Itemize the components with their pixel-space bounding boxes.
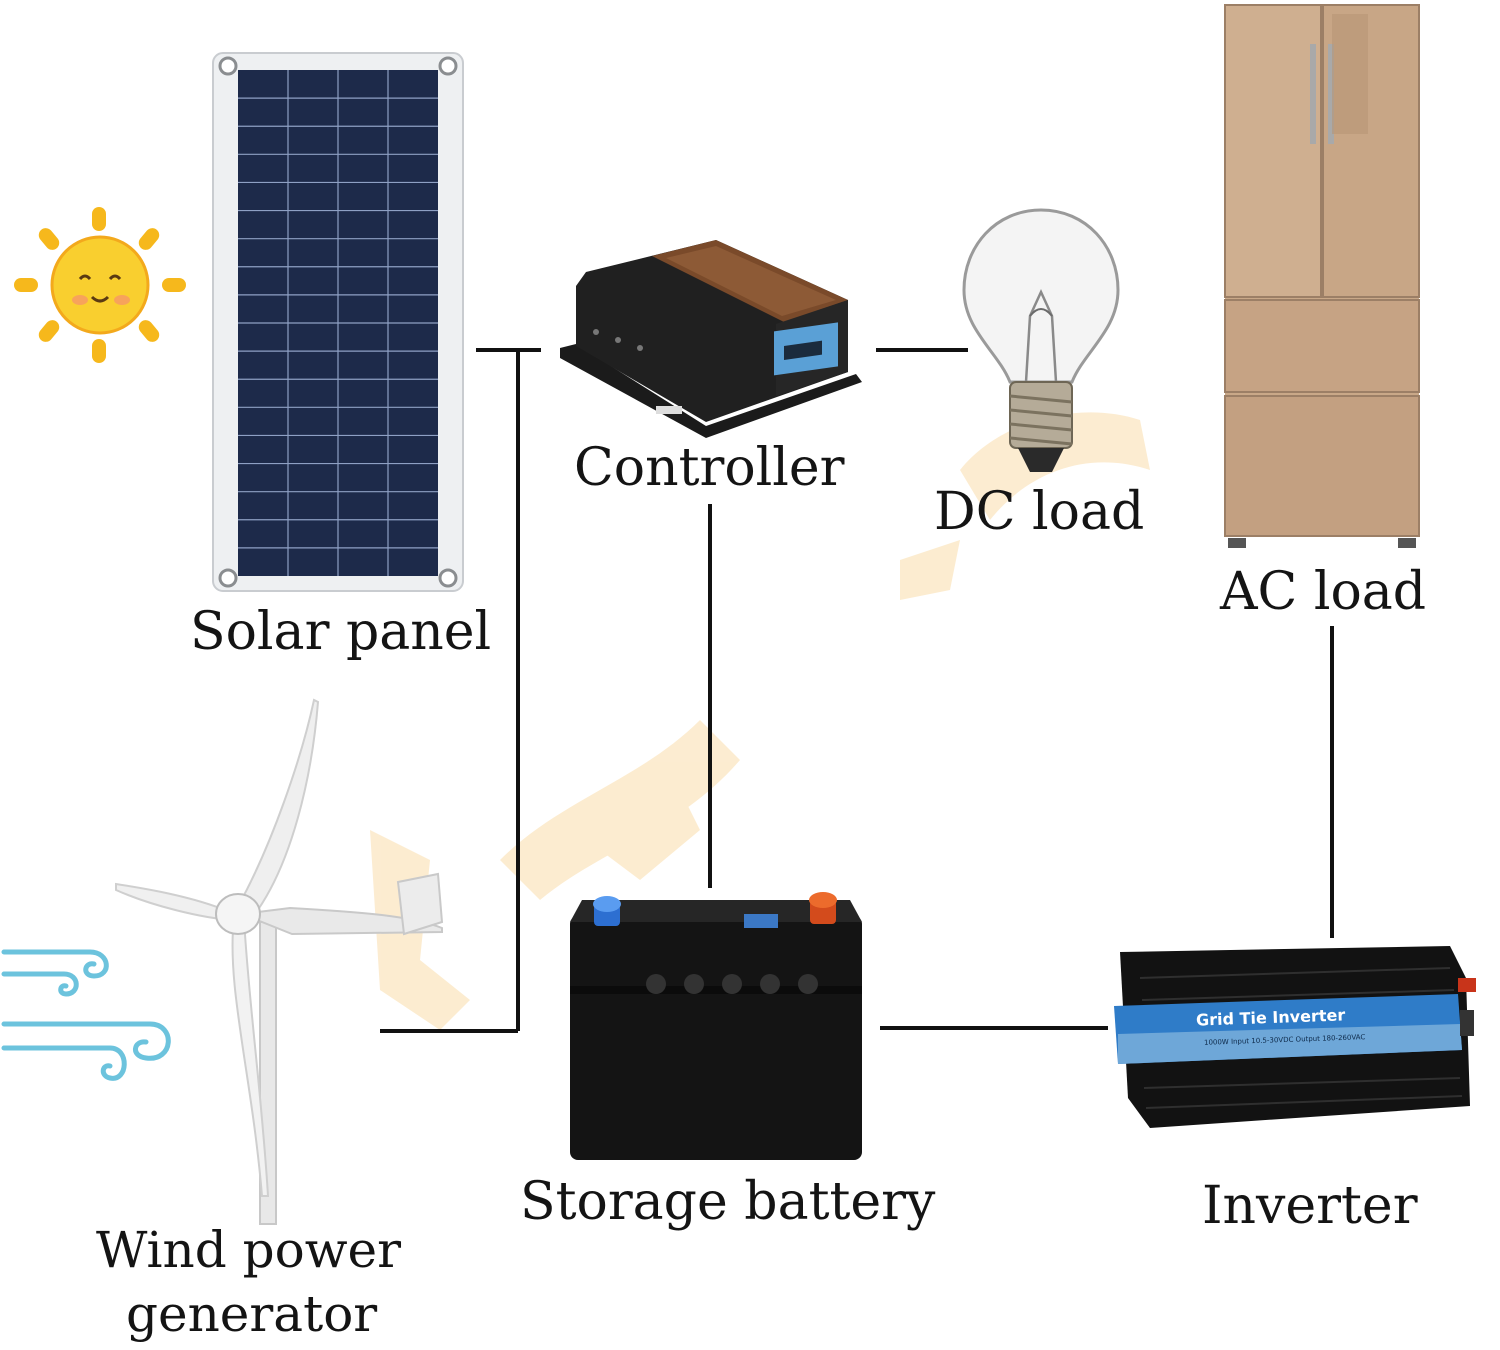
sun-icon <box>14 207 186 363</box>
label-wind-line-2: generator <box>126 1285 378 1343</box>
label-wind-power-generator: Wind power generator <box>96 1218 401 1346</box>
solar-panel-icon <box>212 52 464 592</box>
wind-gust-icon <box>1 949 171 1081</box>
label-ac-load: AC load <box>1220 562 1427 622</box>
battery-icon <box>566 886 866 1162</box>
refrigerator-icon <box>1224 4 1420 548</box>
wind-turbine-icon <box>112 696 448 1226</box>
label-inverter: Inverter <box>1202 1176 1418 1236</box>
label-solar-panel: Solar panel <box>190 602 492 662</box>
light-bulb-icon <box>958 206 1124 478</box>
label-dc-load: DC load <box>934 482 1145 542</box>
label-controller: Controller <box>574 438 845 498</box>
controller-icon <box>556 236 868 440</box>
label-wind-line-1: Wind power <box>96 1221 402 1279</box>
label-storage-battery: Storage battery <box>520 1172 936 1232</box>
